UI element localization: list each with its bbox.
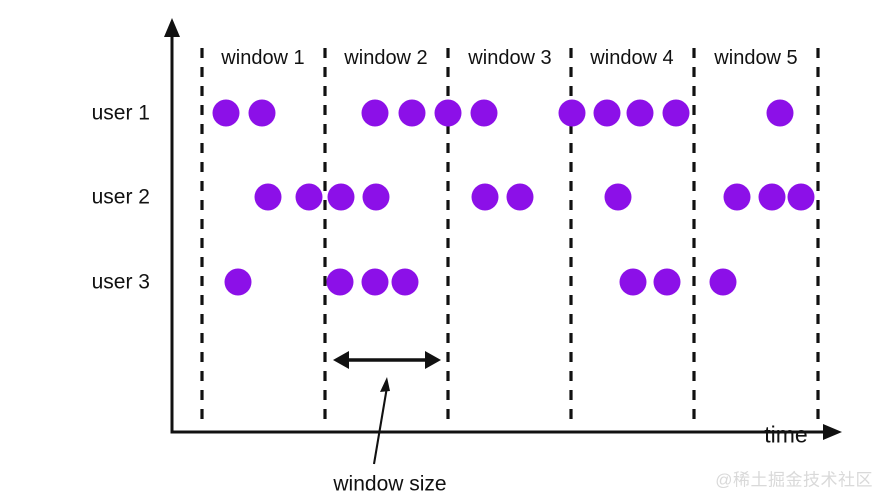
window-size-arrowhead-right (425, 351, 441, 369)
user-label-2: user 2 (91, 185, 150, 209)
event-dot-row3-2 (326, 268, 354, 296)
event-dot-row1-1 (212, 99, 240, 127)
window-size-callout-line (372, 386, 389, 465)
event-dot-row1-6 (470, 99, 498, 127)
window-label-4: window 4 (590, 47, 674, 69)
event-dot-row3-7 (709, 268, 737, 296)
window-label-3: window 3 (468, 47, 552, 69)
axes-group (164, 18, 842, 440)
event-dot-row1-10 (662, 99, 690, 127)
event-dot-row1-8 (593, 99, 621, 127)
event-dot-row1-2 (248, 99, 276, 127)
watermark: @稀土掘金技术社区 (715, 470, 873, 490)
event-dot-row2-2 (295, 183, 323, 211)
event-dot-row1-9 (626, 99, 654, 127)
user-label-3: user 3 (91, 270, 150, 294)
window-size-arrowhead-left (333, 351, 349, 369)
window-dividers-group (200, 48, 820, 425)
event-dot-row1-11 (766, 99, 794, 127)
axis-lines (170, 32, 828, 434)
event-dot-row3-5 (619, 268, 647, 296)
event-dot-row3-3 (361, 268, 389, 296)
window-size-callout-arrowhead (380, 377, 390, 392)
event-dot-row2-1 (254, 183, 282, 211)
event-dot-row2-9 (758, 183, 786, 211)
window-label-5: window 5 (714, 47, 798, 69)
event-dot-row1-3 (361, 99, 389, 127)
window-label-1: window 1 (221, 47, 305, 69)
event-dots-group (212, 99, 815, 296)
window-size-annotation-group (333, 351, 441, 465)
event-dot-row2-5 (471, 183, 499, 211)
event-dot-row2-7 (604, 183, 632, 211)
event-dot-row2-4 (362, 183, 390, 211)
user-label-1: user 1 (91, 101, 150, 125)
event-dot-row2-10 (787, 183, 815, 211)
event-dot-row3-4 (391, 268, 419, 296)
event-dot-row2-3 (327, 183, 355, 211)
event-dot-row1-7 (558, 99, 586, 127)
event-dot-row3-6 (653, 268, 681, 296)
event-dot-row1-5 (434, 99, 462, 127)
window-size-label: window size (333, 472, 447, 496)
event-dot-row1-4 (398, 99, 426, 127)
x-axis-arrowhead (823, 424, 842, 440)
event-dot-row2-8 (723, 183, 751, 211)
window-label-2: window 2 (344, 47, 428, 69)
y-axis-arrowhead (164, 18, 180, 37)
event-dot-row3-1 (224, 268, 252, 296)
event-dot-row2-6 (506, 183, 534, 211)
x-axis-label: time (764, 421, 808, 448)
